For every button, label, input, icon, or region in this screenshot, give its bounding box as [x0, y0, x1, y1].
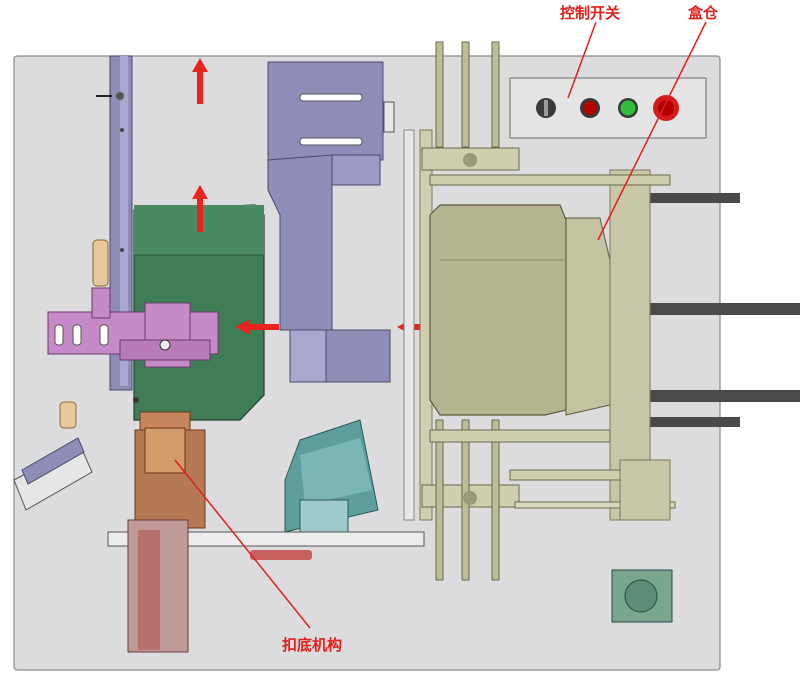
label-control-switch: 控制开关 [560, 4, 621, 22]
upper-clamp [421, 41, 671, 186]
pusher-plate [47, 287, 219, 368]
leader-control [567, 21, 597, 99]
label-box-bin: 盒仓 [688, 4, 719, 22]
leader-bottom [174, 459, 311, 629]
toggle-switch-icon [536, 98, 556, 118]
lower-clamp [421, 419, 676, 581]
control-panel [509, 77, 707, 139]
bottom-buckle-mechanism [107, 411, 425, 653]
teal-unit [284, 419, 379, 533]
beige-tab-left [92, 239, 109, 287]
center-feeder [267, 61, 395, 383]
left-rail [96, 55, 133, 391]
red-button-icon [580, 98, 600, 118]
label-bottom-buckle: 扣底机构 [282, 636, 343, 654]
leader-box-bin [597, 21, 707, 241]
arrow-up-icon [192, 58, 208, 104]
left-cylinder [13, 401, 93, 511]
arrow-up-icon [192, 185, 208, 232]
green-plate [611, 569, 673, 623]
box-bin [403, 129, 611, 521]
emergency-stop-icon [653, 95, 679, 121]
arrow-left-icon [235, 319, 279, 335]
green-button-icon [618, 98, 638, 118]
